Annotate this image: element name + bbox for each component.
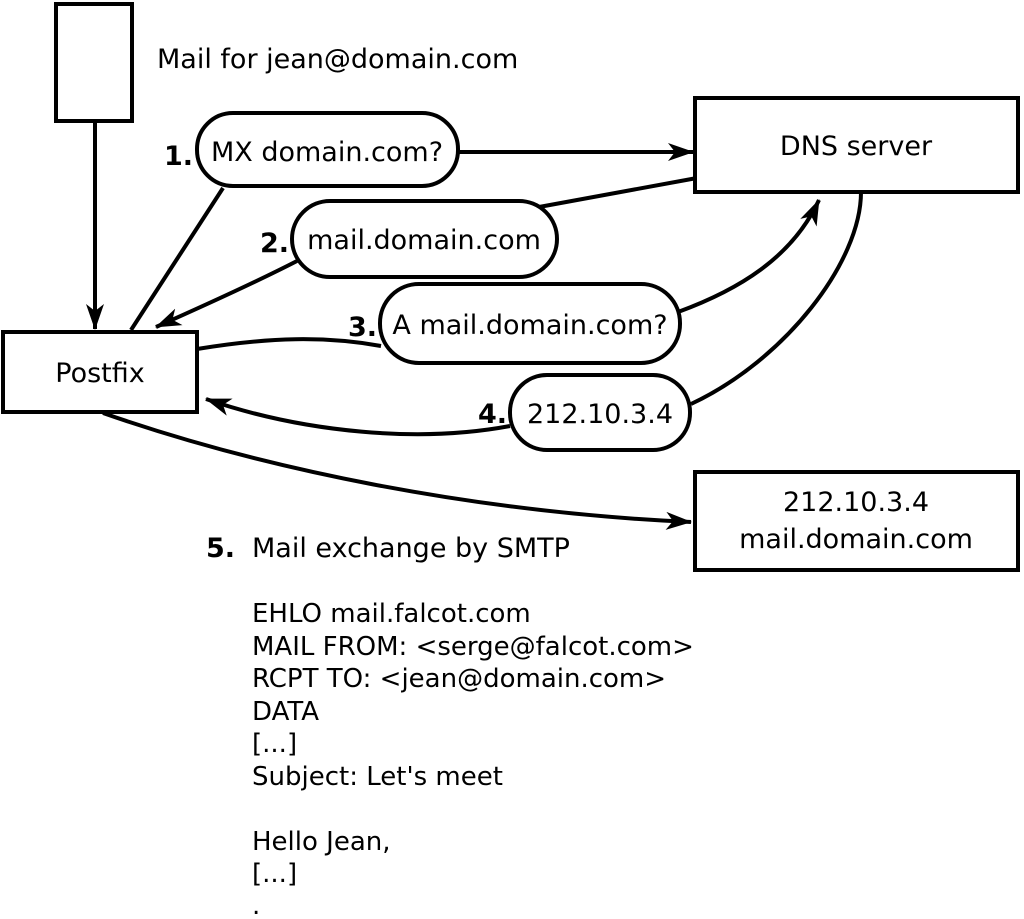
step3-label: A mail.domain.com? (392, 310, 667, 341)
smtp-line-subject: Subject: Let's meet (252, 762, 503, 792)
step1-number: 1. (164, 141, 193, 172)
mail-message-node (54, 2, 134, 123)
diagram-title: Mail for jean@domain.com (157, 44, 518, 75)
arrow-postfix-to-mailserver (102, 411, 692, 530)
smtp-line-ehlo: EHLO mail.falcot.com (252, 599, 531, 629)
arrow-query3-to-dns (677, 199, 821, 314)
mail-server-hostname: mail.domain.com (739, 524, 973, 555)
smtp-line-ellipsis-2: [...] (252, 859, 297, 889)
dns-server-node (693, 96, 1020, 194)
step2-number: 2. (260, 228, 289, 259)
line-dns-to-reply2 (538, 176, 698, 209)
step3-number: 3. (348, 312, 377, 343)
smtp-transcript: EHLO mail.falcot.com MAIL FROM: <serge@f… (252, 599, 694, 919)
step4-label: 212.10.3.4 (527, 399, 673, 430)
postfix-label: Postfix (55, 358, 144, 389)
line-postfix-to-query1 (129, 186, 225, 332)
line-dns-to-reply4 (690, 191, 863, 406)
dns-server-label: DNS server (780, 131, 933, 162)
step4-number: 4. (478, 399, 507, 430)
arrow-reply4-to-postfix (205, 397, 511, 437)
smtp-line-mail-from: MAIL FROM: <serge@falcot.com> (252, 632, 694, 662)
step1-query-pill (195, 111, 460, 188)
step1-label: MX domain.com? (211, 137, 443, 168)
smtp-line-rcpt-to: RCPT TO: <jean@domain.com> (252, 664, 666, 694)
step4-reply-pill (508, 373, 692, 452)
postfix-node (1, 330, 199, 414)
mail-server-node (693, 470, 1020, 572)
step5-number: 5. (206, 533, 235, 564)
smtp-line-data: DATA (252, 697, 319, 727)
step2-reply-pill (290, 199, 559, 279)
arrow-reply2-to-postfix (155, 259, 298, 329)
smtp-line-end-dot: . (252, 891, 260, 919)
step5-label: Mail exchange by SMTP (252, 533, 570, 564)
step3-query-pill (378, 282, 682, 365)
smtp-line-ellipsis-1: [...] (252, 729, 297, 759)
line-postfix-to-query3 (196, 337, 382, 351)
smtp-line-hello: Hello Jean, (252, 827, 391, 857)
mail-server-ip: 212.10.3.4 (783, 487, 929, 518)
step2-label: mail.domain.com (307, 225, 541, 256)
